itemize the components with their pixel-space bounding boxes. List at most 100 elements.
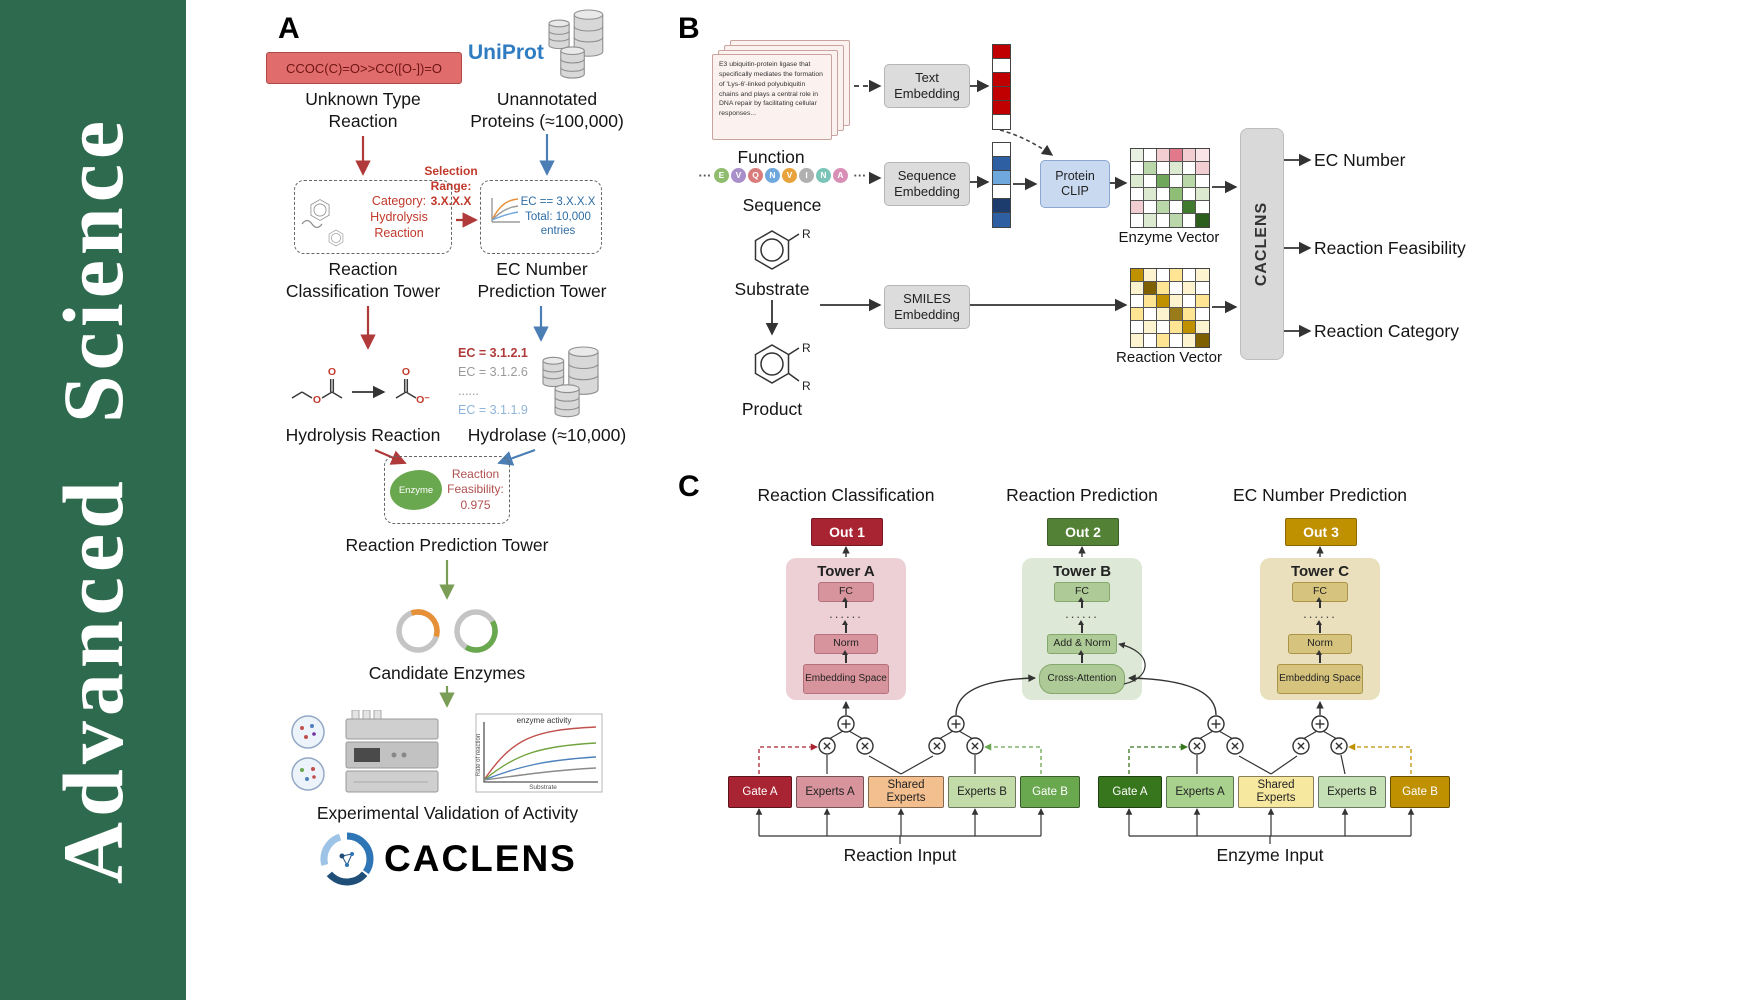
matrix-cell xyxy=(1131,308,1144,321)
residue-circle: N xyxy=(765,168,780,183)
matrix-cell xyxy=(1170,321,1183,334)
matrix-cell xyxy=(1157,214,1170,227)
vector-cell xyxy=(993,45,1010,59)
vector-cell xyxy=(993,199,1010,213)
plasmid-icons xyxy=(396,609,498,653)
tower-a-dots: ...... xyxy=(829,606,863,621)
gate-b-box: Gate B xyxy=(1390,776,1450,808)
residue-circle: V xyxy=(731,168,746,183)
matrix-cell xyxy=(1131,175,1144,188)
matrix-cell xyxy=(1170,308,1183,321)
function-card-text: E3 ubiquitin-protein ligase that specifi… xyxy=(719,61,823,118)
function-label: Function xyxy=(737,147,805,167)
matrix-cell xyxy=(1131,149,1144,162)
header-ec-number-prediction: EC Number Prediction xyxy=(1232,485,1408,505)
residue-circle: Q xyxy=(748,168,763,183)
matrix-cell xyxy=(1157,334,1170,347)
matrix-cell xyxy=(1131,201,1144,214)
text-embedding-box: Text Embedding xyxy=(884,64,970,108)
tower-c: Tower C FC ...... Norm Embedding Space xyxy=(1260,558,1380,700)
substrate-label: Substrate xyxy=(734,279,810,299)
sequence-embedding-vector xyxy=(992,142,1011,228)
sequence-ellipsis-right: ··· xyxy=(853,168,867,183)
matrix-cell xyxy=(1170,201,1183,214)
ec-prediction-box: EC == 3.X.X.X Total: 10,000 entries xyxy=(480,180,602,254)
vector-cell xyxy=(993,115,1010,129)
vector-cell xyxy=(993,101,1010,115)
matrix-cell xyxy=(1144,308,1157,321)
matrix-cell xyxy=(1144,269,1157,282)
vector-cell xyxy=(993,171,1010,185)
matrix-cell xyxy=(1183,295,1196,308)
matrix-cell xyxy=(1157,201,1170,214)
panel-b-label: B xyxy=(678,12,700,45)
reaction-vector-label: Reaction Vector xyxy=(1116,349,1222,366)
activity-plot-icon: enzyme activity Substrate Rate of reacti… xyxy=(475,713,603,793)
panel-c-label: C xyxy=(678,470,700,503)
matrix-cell xyxy=(1183,162,1196,175)
enzyme-blob-label: Enzyme xyxy=(398,484,434,496)
matrix-cell xyxy=(1183,201,1196,214)
matrix-cell xyxy=(1196,295,1209,308)
matrix-cell xyxy=(1157,188,1170,201)
multiply-node-icon xyxy=(818,737,1348,755)
matrix-cell xyxy=(1131,214,1144,227)
up-arrow-icon xyxy=(1317,649,1322,663)
matrix-cell xyxy=(1157,321,1170,334)
matrix-cell xyxy=(1170,295,1183,308)
up-arrow-icon xyxy=(1079,619,1084,633)
up-arrow-icon xyxy=(1079,649,1084,663)
matrix-cell xyxy=(1183,282,1196,295)
output-reaction-feasibility: Reaction Feasibility xyxy=(1314,238,1466,258)
matrix-cell xyxy=(1170,175,1183,188)
ec-list-line: EC = 3.1.1.9 xyxy=(458,403,528,417)
sequence-embedding-box: Sequence Embedding xyxy=(884,162,970,206)
residue-circle: E xyxy=(714,168,729,183)
matrix-cell xyxy=(1144,282,1157,295)
caclens-module-label: CACLENS xyxy=(1253,201,1270,287)
matrix-cell xyxy=(1131,269,1144,282)
matrix-cell xyxy=(1170,269,1183,282)
experts-a-box: Experts A xyxy=(796,776,864,808)
up-arrow-icon xyxy=(843,649,848,663)
matrix-cell xyxy=(1131,282,1144,295)
matrix-cell xyxy=(1157,175,1170,188)
candidate-enzymes-label: Candidate Enzymes xyxy=(368,663,526,683)
matrix-cell xyxy=(1196,334,1209,347)
residue-circle: A xyxy=(833,168,848,183)
matrix-cell xyxy=(1157,149,1170,162)
gate-a-box: Gate A xyxy=(1098,776,1162,808)
experiment-graphics: enzyme activity Substrate Rate of reacti… xyxy=(291,710,603,793)
vector-cell xyxy=(993,73,1010,87)
function-cards: E3 ubiquitin-protein ligase that specifi… xyxy=(712,40,864,144)
validation-label: Experimental Validation of Activity xyxy=(316,803,579,823)
matrix-cell xyxy=(1144,201,1157,214)
vector-cell xyxy=(993,87,1010,101)
residue-circle: N xyxy=(816,168,831,183)
vector-cell xyxy=(993,59,1010,73)
tower-b: Tower B FC ...... Add & Norm Cross-Atten… xyxy=(1022,558,1142,700)
matrix-cell xyxy=(1196,201,1209,214)
tower-a: Tower A FC ...... Norm Embedding Space xyxy=(786,558,906,700)
matrix-cell xyxy=(1144,295,1157,308)
up-arrow-icon xyxy=(1079,596,1084,608)
matrix-cell xyxy=(1144,149,1157,162)
sample-dish-icon xyxy=(291,715,325,791)
svg-text:R: R xyxy=(802,379,811,393)
ec-list-line: ...... xyxy=(458,384,479,398)
gate-a-box: Gate A xyxy=(728,776,792,808)
up-arrow-icon xyxy=(843,596,848,608)
selection-range-label: Selection Range: 3.X.X.X xyxy=(424,164,478,209)
matrix-cell xyxy=(1170,149,1183,162)
vector-cell xyxy=(993,213,1010,227)
tower-b-cross-attention-box: Cross-Attention xyxy=(1039,664,1125,694)
classification-tower-label: Reaction Classification Tower xyxy=(285,259,441,302)
matrix-cell xyxy=(1157,282,1170,295)
matrix-cell xyxy=(1144,321,1157,334)
matrix-cell xyxy=(1196,321,1209,334)
matrix-cell xyxy=(1157,295,1170,308)
experts-b-box: Experts B xyxy=(1318,776,1386,808)
